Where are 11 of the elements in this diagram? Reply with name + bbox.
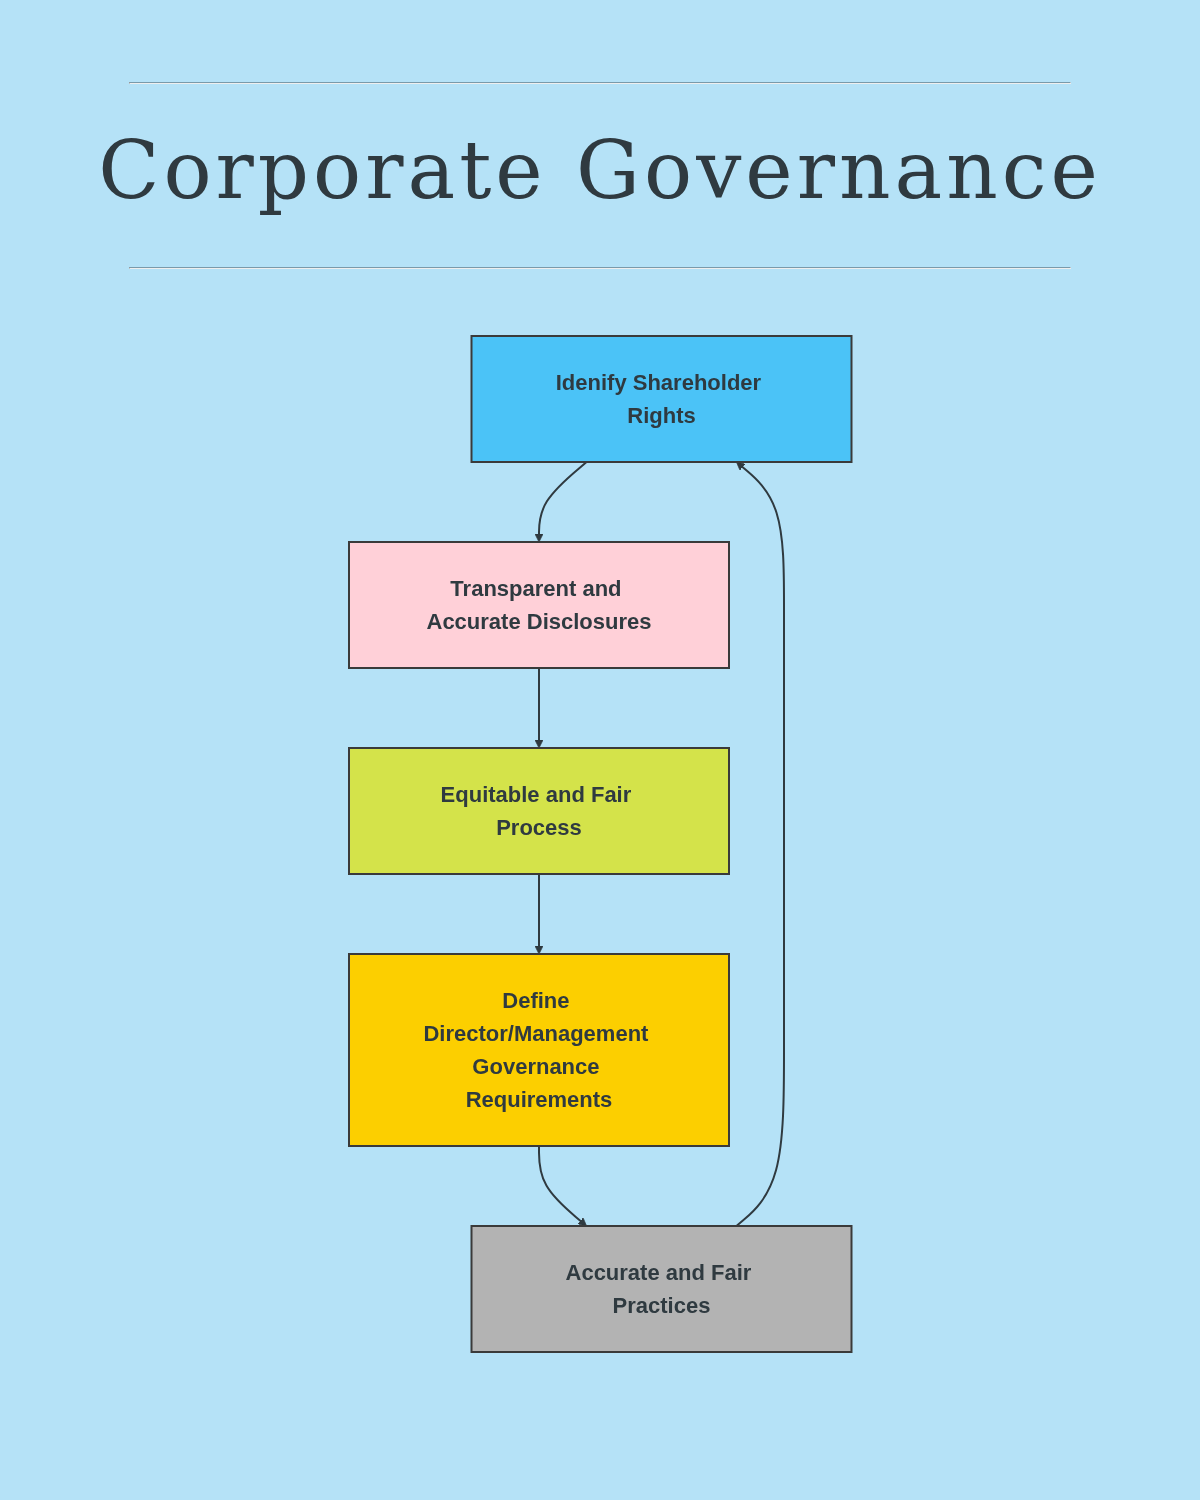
node-box: Define Director/Management Governance Requirements: [347, 953, 730, 1147]
arrow: [534, 461, 588, 543]
arrow: [537, 1145, 587, 1227]
arrow: [735, 461, 785, 1227]
diagram-title: Corporate Governance: [98, 124, 1102, 217]
node-box: Transparent and Accurate Disclosures: [347, 541, 730, 669]
node-box: Idenify Shareholder Rights: [470, 335, 853, 463]
arrow: [534, 667, 544, 749]
arrow: [534, 873, 544, 955]
node-box: Equitable and Fair Process: [347, 747, 730, 875]
node-box: Accurate and Fair Practices: [470, 1225, 853, 1353]
